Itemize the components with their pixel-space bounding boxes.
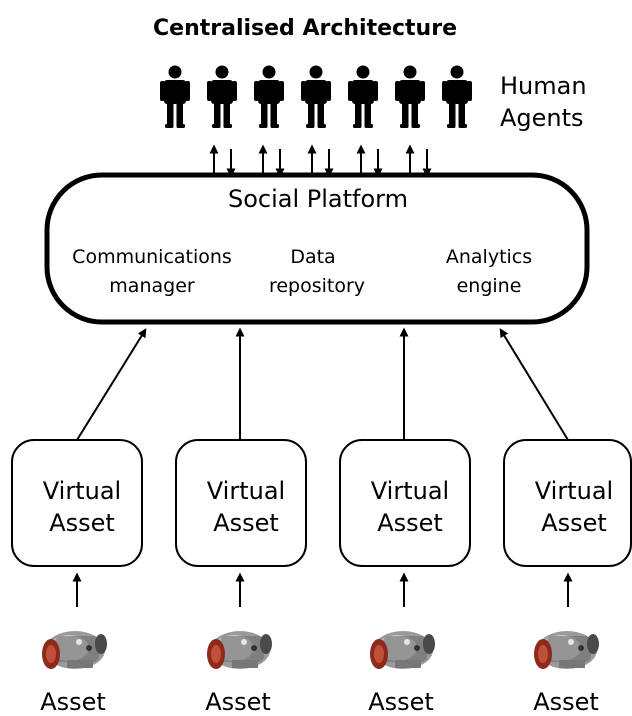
virtual-asset-label-line2: Asset bbox=[377, 509, 443, 537]
human-agents-label-line1: Human bbox=[500, 72, 587, 100]
person-icon bbox=[348, 65, 378, 128]
asset-label: Asset bbox=[533, 688, 599, 716]
virtual-to-platform-arrows bbox=[76, 327, 569, 441]
module-communications-line2: manager bbox=[109, 275, 195, 297]
module-analytics-line2: engine bbox=[457, 275, 522, 297]
arrow-va1-platform bbox=[76, 328, 147, 441]
virtual-asset-2: Virtual Asset bbox=[175, 439, 307, 567]
human-agents-group bbox=[160, 65, 472, 128]
virtual-asset-label-line2: Asset bbox=[213, 509, 279, 537]
person-icon bbox=[207, 65, 237, 128]
asset-to-virtual-arrows bbox=[72, 572, 573, 607]
asset-label: Asset bbox=[40, 688, 106, 716]
virtual-asset-label-line1: Virtual bbox=[371, 477, 449, 505]
virtual-asset-1: Virtual Asset bbox=[11, 439, 143, 567]
virtual-asset-3: Virtual Asset bbox=[339, 439, 471, 567]
turbine-engine-icon bbox=[42, 631, 107, 669]
turbine-engine-icon bbox=[534, 631, 599, 669]
asset-label: Asset bbox=[368, 688, 434, 716]
social-platform-title: Social Platform bbox=[228, 185, 408, 213]
module-data-line1: Data bbox=[290, 246, 335, 268]
virtual-asset-label-line2: Asset bbox=[49, 509, 115, 537]
person-icon bbox=[301, 65, 331, 128]
person-icon bbox=[160, 65, 190, 128]
turbine-engine-icon bbox=[370, 631, 435, 669]
module-data-line2: repository bbox=[269, 275, 365, 297]
virtual-asset-label-line1: Virtual bbox=[535, 477, 613, 505]
virtual-asset-label-line2: Asset bbox=[541, 509, 607, 537]
virtual-asset-label-line1: Virtual bbox=[43, 477, 121, 505]
person-icon bbox=[395, 65, 425, 128]
module-communications-line1: Communications bbox=[72, 246, 232, 268]
person-icon bbox=[254, 65, 284, 128]
module-analytics-line1: Analytics bbox=[446, 246, 532, 268]
virtual-asset-label-line1: Virtual bbox=[207, 477, 285, 505]
human-agents-label-line2: Agents bbox=[500, 104, 584, 132]
asset-label: Asset bbox=[205, 688, 271, 716]
social-platform-box bbox=[44, 172, 590, 325]
virtual-asset-4: Virtual Asset bbox=[503, 439, 632, 567]
arrow-va4-platform bbox=[499, 328, 569, 441]
human-platform-arrows bbox=[209, 144, 432, 178]
person-icon bbox=[442, 65, 472, 128]
turbine-engine-icon bbox=[207, 631, 272, 669]
diagram-title: Centralised Architecture bbox=[153, 16, 457, 41]
